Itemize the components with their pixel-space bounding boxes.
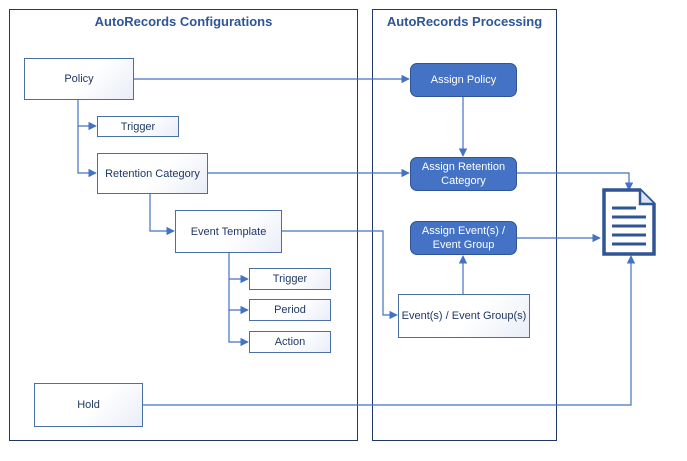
hold-label: Hold <box>77 399 100 411</box>
assign-retention-label-line1: Assign Retention <box>421 161 506 173</box>
processing-panel-title: AutoRecords Processing <box>386 14 543 29</box>
policy-trigger-label: Trigger <box>120 120 156 133</box>
assign-policy-label: Assign Policy <box>430 74 497 86</box>
retention-category-label: Retention Category <box>105 167 200 180</box>
policy-label: Policy <box>64 73 94 85</box>
connector-retention-category-to-event-template <box>149 193 175 236</box>
policy-trigger-box[interactable]: Trigger <box>97 116 179 137</box>
connector-event-template-to-events <box>282 230 398 320</box>
policy-box[interactable]: Policy <box>24 58 134 100</box>
connector-event-template-to-action <box>228 310 249 347</box>
connector-assign-retention-to-document <box>517 172 634 191</box>
events-label: Event(s) / Event Group(s) <box>401 310 527 322</box>
connector-hold-to-document <box>143 255 636 406</box>
template-period-label: Period <box>274 304 306 316</box>
assign-retention-category-node[interactable]: Assign Retention Category <box>410 157 517 191</box>
assign-policy-node[interactable]: Assign Policy <box>410 63 517 97</box>
hold-box[interactable]: Hold <box>34 383 143 427</box>
template-action-box[interactable]: Action <box>249 331 331 353</box>
template-trigger-label: Trigger <box>272 273 308 285</box>
document-icon <box>602 188 656 256</box>
connector-policy-to-trigger <box>77 100 97 131</box>
events-box[interactable]: Event(s) / Event Group(s) <box>398 294 530 338</box>
template-trigger-box[interactable]: Trigger <box>249 268 331 290</box>
configurations-panel-title: AutoRecords Configurations <box>94 14 273 29</box>
template-action-label: Action <box>274 336 306 348</box>
connector-event-template-to-period <box>228 279 249 315</box>
connector-policy-to-retention-category <box>77 126 97 178</box>
event-template-box[interactable]: Event Template <box>175 210 282 253</box>
assign-retention-label-line2: Category <box>441 175 486 187</box>
event-template-label: Event Template <box>190 225 267 238</box>
connector-event-template-to-trigger <box>228 253 249 284</box>
retention-category-box[interactable]: Retention Category <box>97 153 208 194</box>
assign-events-node[interactable]: Assign Event(s) / Event Group <box>410 221 517 255</box>
template-period-box[interactable]: Period <box>249 299 331 321</box>
assign-events-label-line1: Assign Event(s) / <box>421 225 506 237</box>
assign-events-label-line2: Event Group <box>432 239 495 251</box>
